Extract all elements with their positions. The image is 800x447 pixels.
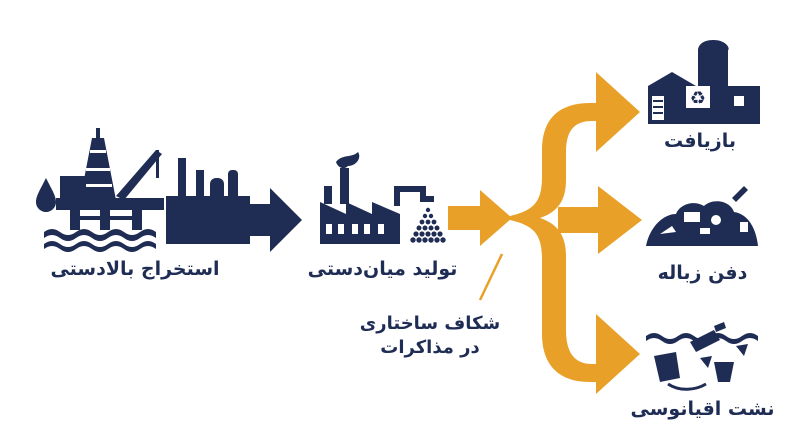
splitter-brace	[510, 103, 600, 382]
arrow-to-recycling	[596, 72, 640, 152]
recycling-plant-icon: ♻	[648, 40, 760, 124]
upstream-label: استخراج بالادستی	[50, 258, 220, 280]
factory-icon	[320, 152, 434, 244]
ocean-plastic-icon	[646, 322, 758, 391]
gap-pointer-line	[478, 253, 504, 301]
midstream-flow-arrow	[448, 190, 512, 246]
arrow-to-ocean	[596, 314, 640, 394]
landfill-icon	[646, 186, 758, 246]
refinery-icon	[166, 158, 250, 244]
pellets-icon	[410, 207, 446, 243]
structural-gap-label: شکاف ساختاری در مذاکرات	[359, 313, 501, 358]
orange-flow	[448, 72, 642, 394]
midstream-label: تولید میان‌دستی	[307, 258, 458, 280]
oil-rig-icon	[36, 128, 164, 252]
landfill-label: دفن زباله	[657, 262, 748, 284]
svg-text:♻: ♻	[690, 88, 706, 109]
recycling-label: بازیافت	[663, 130, 737, 152]
arrow-to-landfill	[558, 186, 642, 254]
ocean-leakage-label: نشت اقیانوسی	[630, 398, 775, 420]
upstream-flow-arrow	[238, 188, 302, 252]
